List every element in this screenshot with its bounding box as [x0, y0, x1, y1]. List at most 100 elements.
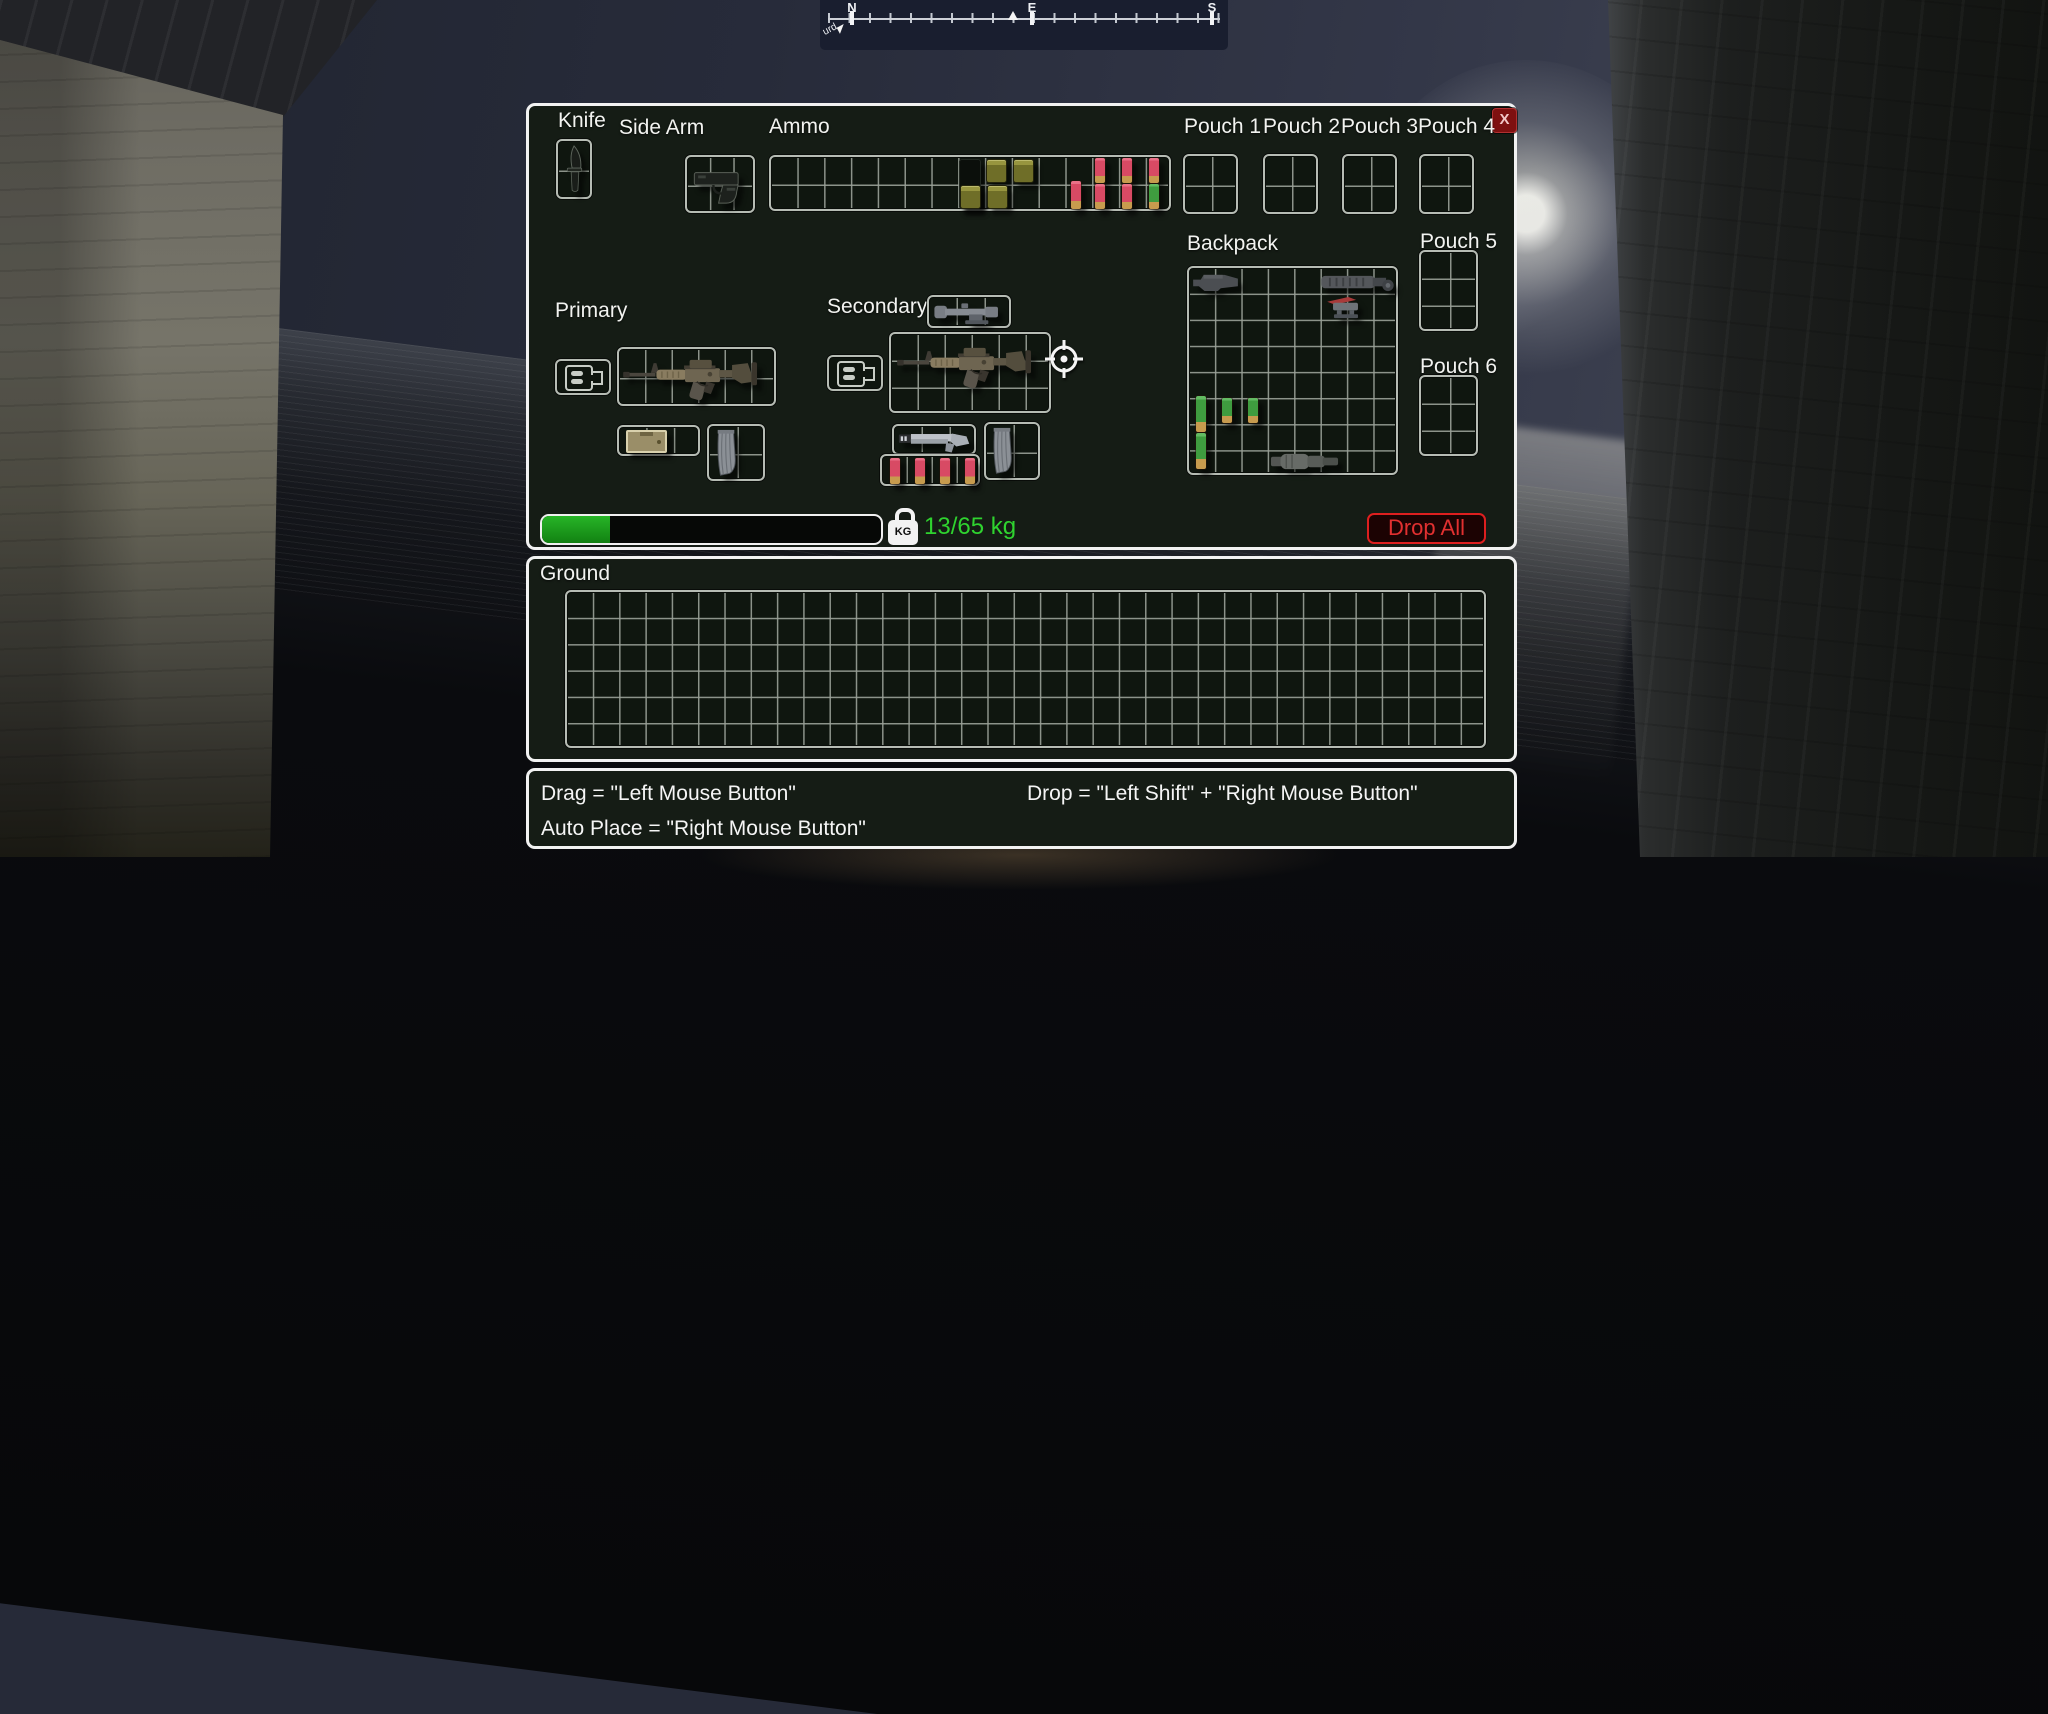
backpack-section-label: Backpack [1187, 232, 1279, 255]
pouch2-cells [1266, 157, 1315, 211]
knife-slot[interactable] [556, 139, 592, 199]
shotgun-shell-green-icon [1196, 396, 1206, 432]
side-arm-section-label: Side Arm [619, 116, 705, 139]
kg-icon-body: KG [888, 520, 918, 545]
pouch5-slot[interactable] [1419, 250, 1478, 331]
secondary-shells-slot[interactable] [880, 454, 980, 486]
combat-knife-icon[interactable] [562, 145, 588, 195]
primary-ammo-slot[interactable] [617, 425, 700, 456]
rifle-magazine-icon[interactable] [714, 429, 738, 477]
olive-ammo-box-icon[interactable] [960, 185, 981, 209]
compass-tick-east [1030, 11, 1034, 25]
weight-fill [542, 516, 610, 543]
side-arm-slot[interactable] [685, 155, 755, 213]
secondary-section-label: Secondary [827, 295, 928, 318]
pillar-texture [1608, 0, 2048, 857]
olive-ammo-box-icon[interactable] [986, 159, 1007, 183]
rifle-scope-icon[interactable] [932, 300, 1010, 326]
backpack-grid-slot[interactable] [1187, 266, 1398, 475]
shotgun-shell-red-icon[interactable] [965, 458, 975, 484]
primary-attachment-slot[interactable] [555, 359, 611, 395]
secondary-weapon-slot[interactable] [889, 332, 1051, 413]
concrete-pillar-right [1608, 0, 2048, 857]
rifle-magazine-icon[interactable] [990, 427, 1014, 475]
compass-heading-marker [1008, 11, 1018, 20]
pouch2-label: Pouch 2 [1263, 115, 1341, 138]
inventory-panel: X Knife Side Arm Ammo Pouch 1 Pouch 2 P [526, 103, 1517, 550]
shotgun-shell-red-icon[interactable] [915, 458, 925, 484]
secondary-magazine-slot[interactable] [984, 422, 1040, 480]
kg-weight-icon: KG [888, 508, 918, 545]
ground-panel: Ground [526, 556, 1517, 762]
pistol-icon[interactable] [692, 165, 750, 205]
shotgun-shell-red-icon [1095, 184, 1105, 209]
suppressor-icon[interactable] [1268, 450, 1341, 473]
drop-all-button[interactable]: Drop All [1367, 513, 1486, 544]
pouch5-cells [1422, 253, 1475, 328]
shotgun-shell-red-icon [1122, 158, 1132, 183]
pouch3-label: Pouch 3 [1341, 115, 1419, 138]
secondary-attachment-slot[interactable] [827, 355, 883, 391]
concrete-pillar-left [0, 40, 283, 857]
shotgun-shell-green-icon [1196, 433, 1206, 469]
pouch3-slot[interactable] [1342, 154, 1397, 214]
backpack-grid-cells [1190, 269, 1395, 472]
pouch4-cells [1422, 157, 1471, 211]
compass-tick-north [850, 11, 854, 25]
waypoint-arrow-icon [837, 23, 848, 34]
primary-weapon-slot[interactable] [617, 347, 776, 406]
shotgun-shell-green-icon[interactable] [1222, 398, 1232, 423]
pouch4-slot[interactable] [1419, 154, 1474, 214]
ground-grid-cells [568, 593, 1483, 745]
compass-tick-south [1210, 11, 1214, 25]
secondary-scope-slot[interactable] [927, 295, 1011, 328]
ammo-grid-slot[interactable] [769, 155, 1171, 211]
compass-bar: N E S urd [820, 0, 1228, 50]
compass-east-label: E [1027, 0, 1037, 15]
pillar-texture [0, 40, 283, 857]
ammo-section-label: Ammo [769, 115, 830, 138]
buttstock-part-icon[interactable] [1192, 272, 1240, 292]
secondary-shotgun-slot[interactable] [892, 424, 976, 455]
primary-magazine-slot[interactable] [707, 424, 765, 481]
pouch6-cells [1422, 378, 1475, 453]
kg-icon-handle [895, 508, 915, 524]
shotgun-shell-red-stack-icon[interactable] [1122, 158, 1132, 209]
assault-rifle-icon[interactable] [896, 341, 1046, 389]
pouch6-slot[interactable] [1419, 375, 1478, 456]
shotgun-shell-red-icon [1149, 158, 1159, 183]
weight-text: 13/65 kg [924, 513, 1017, 540]
pouch5-label: Pouch 5 [1420, 230, 1498, 253]
red-dot-sight-icon[interactable] [1325, 296, 1366, 320]
pouch1-cells [1186, 157, 1235, 211]
shotgun-shell-red-icon[interactable] [890, 458, 900, 484]
close-button[interactable]: X [1492, 108, 1517, 133]
help-drag-text: Drag = "Left Mouse Button" [541, 782, 796, 805]
shotgun-shell-red-stack-icon[interactable] [1095, 158, 1105, 209]
shotgun-forend-icon[interactable] [1319, 273, 1396, 293]
pouch1-slot[interactable] [1183, 154, 1238, 214]
ground-grid-slot[interactable] [565, 590, 1486, 748]
weight-bar [540, 514, 883, 545]
assault-rifle-icon[interactable] [622, 353, 772, 401]
olive-ammo-box-icon[interactable] [1013, 159, 1034, 183]
shotgun-shell-mixed-stack-icon[interactable] [1149, 158, 1159, 209]
help-auto-place-text: Auto Place = "Right Mouse Button" [541, 817, 866, 840]
compass-north-label: N [847, 0, 857, 15]
compass-baseline [828, 18, 1220, 20]
olive-ammo-box-icon[interactable] [987, 185, 1008, 209]
knife-section-label: Knife [558, 109, 606, 132]
help-drop-text: Drop = "Left Shift" + "Right Mouse Butto… [1027, 782, 1418, 805]
shotgun-shell-red-icon[interactable] [940, 458, 950, 484]
magazine-attachment-icon [837, 361, 875, 387]
tan-ammo-box-icon[interactable] [626, 430, 667, 453]
shotgun-shell-green-icon[interactable] [1248, 398, 1258, 423]
shotgun-shell-green-stack-icon[interactable] [1196, 396, 1206, 469]
combat-shotgun-icon[interactable] [897, 428, 973, 453]
magazine-attachment-icon [565, 365, 603, 391]
pouch1-label: Pouch 1 [1184, 115, 1262, 138]
shotgun-shell-red-icon[interactable] [1071, 181, 1081, 209]
help-panel: Drag = "Left Mouse Button" Drop = "Left … [526, 768, 1517, 849]
pouch2-slot[interactable] [1263, 154, 1318, 214]
shotgun-shell-red-icon [1122, 184, 1132, 209]
